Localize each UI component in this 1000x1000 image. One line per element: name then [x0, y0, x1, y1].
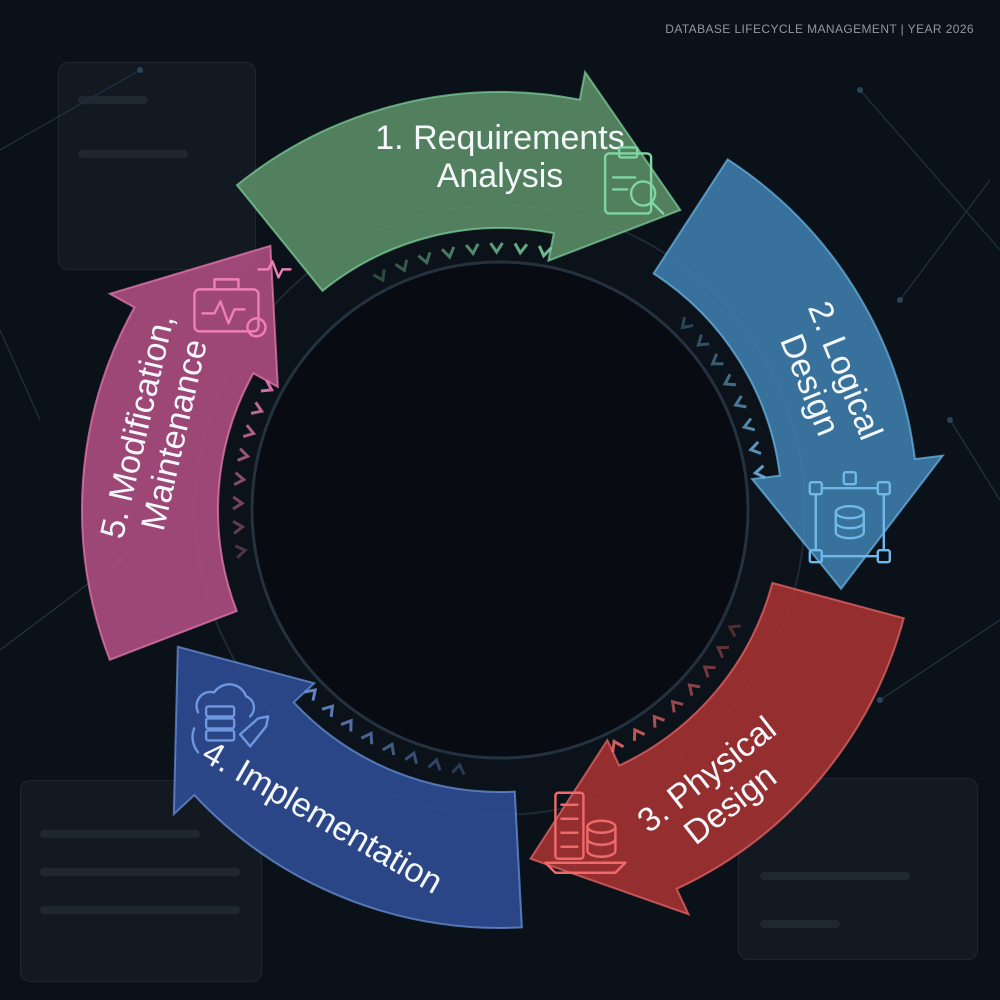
chevron-mark	[741, 417, 756, 432]
chevron-mark	[394, 259, 409, 273]
chevron-mark	[372, 269, 386, 283]
stage-label-line: 1. Requirements	[375, 119, 624, 157]
cloud-server-rocket-icon	[191, 683, 270, 754]
chevron-mark	[237, 447, 251, 462]
background-line	[40, 906, 240, 914]
chevron-mark	[670, 699, 684, 713]
chevron-mark	[417, 251, 432, 266]
network-node	[947, 417, 953, 423]
network-line	[949, 419, 1000, 501]
background-panel-top-left	[58, 62, 256, 270]
network-node	[897, 297, 903, 303]
clipboard-magnifier-icon	[603, 146, 665, 215]
chevron-track	[372, 242, 553, 283]
background-line	[760, 872, 910, 880]
chevron-mark	[234, 544, 248, 559]
chevron-mark	[260, 379, 275, 393]
network-line	[859, 89, 1000, 251]
chevron-mark	[232, 495, 245, 511]
chevron-mark	[489, 242, 504, 255]
chevron-mark	[715, 645, 730, 659]
cycle-center-hole	[250, 260, 750, 760]
background-line	[40, 830, 200, 838]
chevron-mark	[360, 731, 374, 745]
chevron-mark	[232, 520, 246, 535]
network-node	[857, 87, 863, 93]
chevron-mark	[451, 762, 466, 776]
stage-label-line: Analysis	[437, 157, 564, 195]
chevron-mark	[440, 246, 456, 260]
chevron-mark	[537, 245, 553, 259]
chevron-mark	[733, 395, 747, 409]
chevron-mark	[710, 353, 724, 366]
header-title: DATABASE LIFECYCLE MANAGEMENT | YEAR 202…	[665, 22, 974, 36]
chevron-mark	[702, 665, 716, 678]
network-line	[0, 329, 41, 421]
chevron-track	[680, 316, 766, 479]
chevron-mark	[381, 741, 396, 756]
stage-arrow	[652, 158, 945, 591]
toolbox-heartbeat-icon	[193, 260, 292, 338]
server-storage-icon	[544, 791, 627, 874]
chevron-mark	[233, 471, 247, 486]
chevron-mark	[340, 718, 353, 732]
chevron-mark	[652, 714, 666, 728]
chevron-mark	[722, 373, 737, 387]
network-node	[137, 67, 143, 73]
background-network	[0, 67, 1000, 703]
chevron-mark	[242, 424, 257, 438]
chevron-track	[232, 379, 275, 559]
chevron-mark	[687, 683, 701, 696]
database-network-icon	[808, 471, 891, 564]
network-line	[899, 179, 991, 301]
network-line	[0, 69, 141, 151]
chevron-mark	[304, 688, 318, 701]
background-line	[78, 96, 148, 104]
chevron-mark	[427, 757, 442, 771]
chevron-mark	[464, 243, 480, 257]
chevron-track	[304, 688, 466, 776]
chevron-mark	[696, 334, 710, 347]
chevron-mark	[727, 624, 741, 638]
chevron-mark	[513, 242, 529, 256]
background-line	[760, 920, 840, 928]
background-line	[78, 150, 188, 158]
chevron-mark	[250, 401, 265, 415]
network-line	[879, 619, 1000, 701]
chevron-mark	[632, 727, 646, 741]
stage-5: 5. Modification,Maintenance	[81, 244, 292, 662]
chevron-mark	[404, 750, 418, 765]
network-node	[877, 697, 883, 703]
chevron-mark	[611, 738, 625, 753]
chevron-track	[611, 624, 741, 753]
background-line	[40, 868, 240, 876]
chevron-mark	[752, 464, 766, 479]
chevron-mark	[680, 316, 694, 330]
chevron-mark	[748, 440, 762, 455]
chevron-mark	[321, 704, 335, 718]
stage-arrow	[235, 69, 682, 293]
stage-arrow	[81, 244, 279, 662]
stage-arrow	[528, 581, 905, 916]
